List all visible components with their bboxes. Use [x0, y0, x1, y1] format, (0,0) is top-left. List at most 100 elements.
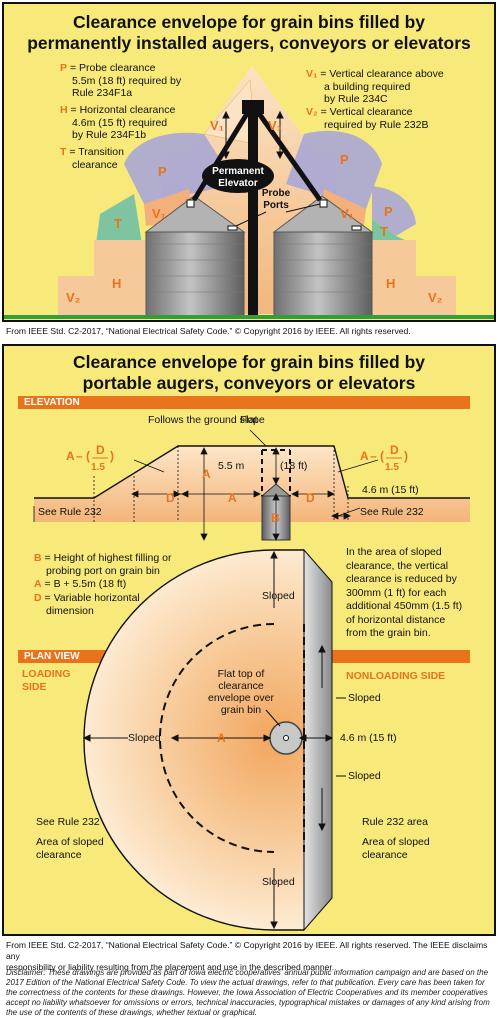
elev-a-vertical: A — [202, 467, 211, 481]
sloped-note: In the area of sloped clearance, the ver… — [346, 546, 463, 639]
probe-port-left-2 — [227, 225, 238, 231]
flat-top-dashed-circle — [159, 623, 275, 853]
elevator-label-line1: Permanent — [212, 166, 264, 177]
svg-text:): ) — [404, 449, 408, 463]
sloped-top: Sloped — [262, 590, 295, 602]
zone-t-left: T — [114, 216, 122, 231]
panel1-title-line2: permanently installed augers, conveyors … — [27, 33, 471, 53]
zone-v2-right: V₂ — [428, 290, 443, 305]
see-rule-232-left: See Rule 232 — [38, 506, 102, 518]
disclaimer: Disclaimer: These drawings are provided … — [6, 968, 490, 1017]
horizontal-zone-left — [94, 240, 146, 316]
v1-dimension-arrows — [222, 110, 284, 160]
elevation-envelope — [34, 446, 470, 522]
probe-port-right-2 — [351, 225, 362, 231]
elevator-spout-left — [191, 110, 251, 202]
def-b: B = Height of highest filling or probing… — [34, 552, 172, 577]
panel2-title-line2: portable augers, conveyors or elevators — [82, 373, 416, 393]
v2-zone-left — [58, 276, 96, 316]
transition-zone-right — [372, 219, 414, 244]
legend-v1: V₁ = Vertical clearance above a building… — [306, 68, 444, 105]
probe-pointer-right — [285, 203, 321, 213]
elevator-label-line2: Elevator — [218, 178, 258, 189]
plan-a: A — [217, 731, 226, 745]
portable-elevator-panel: Clearance envelope for grain bins filled… — [2, 344, 496, 936]
elev-b: B — [271, 511, 280, 525]
credit-line-2: From IEEE Std. C2-2017, “National Electr… — [6, 940, 488, 972]
panel2-drawing: D A A D B A – ( D 1.5 ) A – ( D 1.5 ) — [33, 429, 470, 932]
see-rule-232-right: See Rule 232 — [360, 506, 424, 518]
elevation-dimensions — [93, 429, 379, 541]
elev-d-right: D — [306, 491, 315, 505]
formula-right: A – ( D 1.5 ) — [360, 443, 408, 473]
svg-text:1.5: 1.5 — [385, 462, 399, 473]
grain-bin-right — [273, 231, 373, 317]
panel2-title-line1: Clearance envelope for grain bins filled… — [72, 352, 426, 372]
panel1-title-line1: Clearance envelope for grain bins filled… — [72, 12, 426, 32]
elevator-label-bubble — [202, 159, 274, 193]
zone-v1-right-top: V₁ — [268, 118, 282, 133]
probe-pointer-left — [235, 211, 267, 227]
legend-v2: V₂ = Vertical clearance required by Rule… — [306, 106, 429, 131]
elevator-spout-right — [255, 110, 323, 202]
def-a: A = B + 5.5m (18 ft) — [34, 578, 127, 590]
zone-t-right: T — [380, 224, 388, 239]
plan-envelope — [84, 550, 332, 930]
def-d: D = Variable horizontal dimension — [34, 592, 140, 617]
elevator-tower — [248, 108, 258, 316]
horizontal-zone-right — [372, 240, 416, 316]
svg-text:– (: – ( — [370, 449, 384, 463]
probe-port-left — [186, 199, 195, 208]
formula-left: A – ( D 1.5 ) — [66, 443, 114, 473]
probe-label-line2: Ports — [263, 200, 289, 211]
nonloading-plate — [303, 548, 333, 932]
zone-v1-right: V₁ — [340, 206, 354, 221]
plan-arrows — [82, 550, 346, 930]
sloped-right-lower: Sloped — [348, 770, 381, 782]
grain-bin-left — [145, 231, 245, 317]
zone-h-left: H — [112, 276, 121, 291]
height-18-label: (18 ft) — [280, 460, 308, 472]
svg-text:A: A — [360, 449, 369, 463]
legend-p: P = Probe clearance 5.5m (18 ft) require… — [60, 62, 182, 99]
rule232-area-label: Rule 232 area — [362, 816, 428, 828]
zone-v2-left: V₂ — [66, 290, 81, 305]
zone-v1-left-top: V₁ — [210, 118, 224, 133]
probe-label-line1: Probe — [262, 188, 291, 199]
permanent-elevator-panel: Permanent Elevator Probe Ports V₁ V₁ V₁ … — [2, 2, 496, 322]
probe-port-right — [319, 199, 328, 208]
probe-zone-left — [124, 132, 236, 204]
zone-v1-left: V₁ — [152, 206, 166, 221]
see-rule-232-plan: See Rule 232 — [36, 816, 100, 828]
svg-text:D: D — [96, 443, 105, 457]
height-55-label: 5.5 m — [218, 460, 245, 472]
zone-letters: V₁ V₁ V₁ V₁ P P P T T H H V₂ V₂ — [66, 118, 443, 305]
elev-a-bottom: A — [228, 491, 237, 505]
elevation-bar: ELEVATION — [18, 396, 470, 409]
probe-zone-right-2 — [372, 186, 416, 236]
elevation-outline — [34, 445, 470, 499]
bin-ribs — [146, 243, 372, 293]
ground-line — [4, 315, 494, 319]
nonloading-side-label: NONLOADING SIDE — [346, 670, 446, 682]
flat-label: Flat — [240, 414, 258, 426]
plan-bin-port — [283, 735, 289, 741]
zone-p-right: P — [340, 152, 349, 167]
dist-46-elev-label: 4.6 m (15 ft) — [362, 484, 419, 496]
v2-zone-right — [416, 276, 456, 316]
zone-p-left: P — [158, 164, 167, 179]
sloped-right-upper: Sloped — [348, 692, 381, 704]
transition-zone-left — [96, 194, 142, 244]
plan-outline-arc — [83, 549, 275, 931]
svg-text:1.5: 1.5 — [91, 462, 105, 473]
elev-d-left: D — [166, 491, 175, 505]
panel1-drawing: Permanent Elevator Probe Ports V₁ V₁ V₁ … — [4, 66, 494, 319]
zone-h-right: H — [386, 276, 395, 291]
elevator-head — [242, 100, 264, 114]
legend-h: H = Horizontal clearance 4.6m (15 ft) re… — [60, 104, 176, 141]
dist-46-plan-label: 4.6 m (15 ft) — [340, 732, 397, 744]
zone-p-right-2: P — [384, 204, 393, 219]
